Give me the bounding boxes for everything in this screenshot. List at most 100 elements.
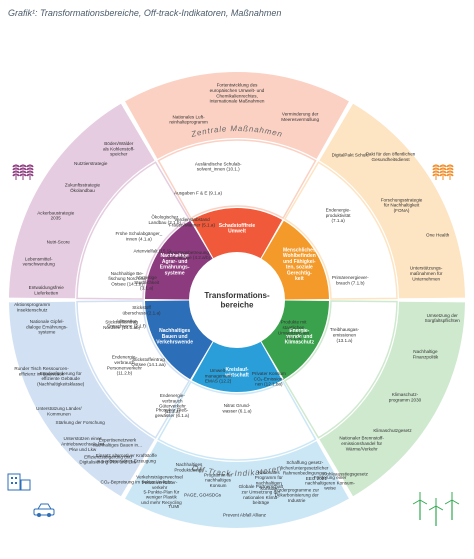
segment-agrar[interactable] — [145, 220, 213, 300]
indicator-9: Ausländische Schulab-solvent_innen (10.1… — [195, 161, 242, 171]
page-title: Grafik¹: Transformationsbereiche, Off-tr… — [8, 8, 282, 18]
measure-37: Nutztierstrategie — [74, 161, 108, 166]
segment-energie[interactable] — [261, 300, 329, 380]
indicator-sector-kreislauf — [157, 380, 317, 461]
indicator-sector-agrar — [76, 161, 191, 300]
measure-32: CO₂-Bepreisung im Sektor Verkehr — [101, 480, 173, 485]
measure-3: DigitalPakt Schule — [332, 153, 370, 158]
measure-18: Schaffung gesetz-licher/untergesetzliche… — [281, 460, 329, 476]
indicator-sector-menschliches — [283, 161, 398, 300]
segment-kreislauf[interactable] — [191, 341, 283, 393]
indicator-sector-umwelt — [157, 139, 317, 220]
outer-sector-menschliches — [319, 103, 465, 299]
measure-13: Kohleausstiegsgesetz — [323, 471, 368, 476]
measure-35: TUMI — [168, 504, 179, 509]
indicator-5: Frühe Schulabgänger_innen (4.1.a) — [116, 231, 163, 241]
center — [190, 253, 284, 347]
indicator-1: Phosphor Fließ-gewässer (6.1.a) — [155, 408, 190, 418]
indicator-ring — [76, 139, 398, 461]
segment-bauen[interactable] — [145, 300, 213, 380]
measure-24: Prevent Abfall Allianz — [223, 512, 267, 517]
outer-sector-bauen — [9, 301, 155, 497]
transformation-ring — [145, 208, 329, 393]
measure-22: PAGE, GO4SDGs — [184, 493, 222, 498]
measure-27: Unterstützung Länder/Kommunen — [36, 406, 82, 416]
measure-11: Klimaschutzgesetz — [373, 428, 412, 433]
outer-sector-umwelt — [125, 71, 349, 159]
indicator-0: Nitrat Grund-wasser (6.1.a) — [222, 403, 252, 413]
measure-40: Nutri-Score — [47, 240, 71, 245]
indicator-10: Endenergie-produktivität(7.1.a) — [326, 207, 352, 223]
center-circle — [190, 253, 284, 347]
indicator-sector-bauen — [76, 300, 191, 439]
indicator-21: Artenvielfalt (15.1) — [133, 249, 171, 254]
measure-44: Nationale Gipfel-dialoge Ernährungs-syst… — [26, 319, 68, 335]
measure-28: Stärkung der Forschung — [56, 420, 106, 425]
indicator-8: Ausgaben F & E (9.1.a) — [174, 190, 222, 195]
decorative-icons — [7, 164, 460, 526]
wind-turbine-icon-3 — [444, 492, 460, 520]
measure-41: Lebensmittel-verschwendung — [23, 256, 56, 266]
outer-ring — [9, 71, 465, 528]
indicator-sector-energie — [283, 300, 398, 439]
outer-sector-energie — [319, 301, 465, 497]
measure-6: One Health — [426, 232, 450, 237]
indicator-12: Treibhausgas-emissionen(13.1.a) — [330, 327, 360, 343]
segment-umwelt[interactable] — [191, 208, 283, 259]
segment-menschliches[interactable] — [261, 220, 329, 300]
outer-sector-kreislauf — [125, 441, 349, 528]
outer-sector-agrar — [9, 103, 155, 299]
wind-turbine-icon-2 — [428, 498, 444, 526]
car-icon — [33, 503, 55, 517]
building-icon — [7, 473, 31, 491]
measure-1: Nationales Luft-reinhalteprogramm — [169, 114, 208, 124]
wheat-icon-right — [432, 164, 454, 180]
measure-12: Nationaler Brennstoff-emissionshandel fü… — [339, 436, 384, 452]
